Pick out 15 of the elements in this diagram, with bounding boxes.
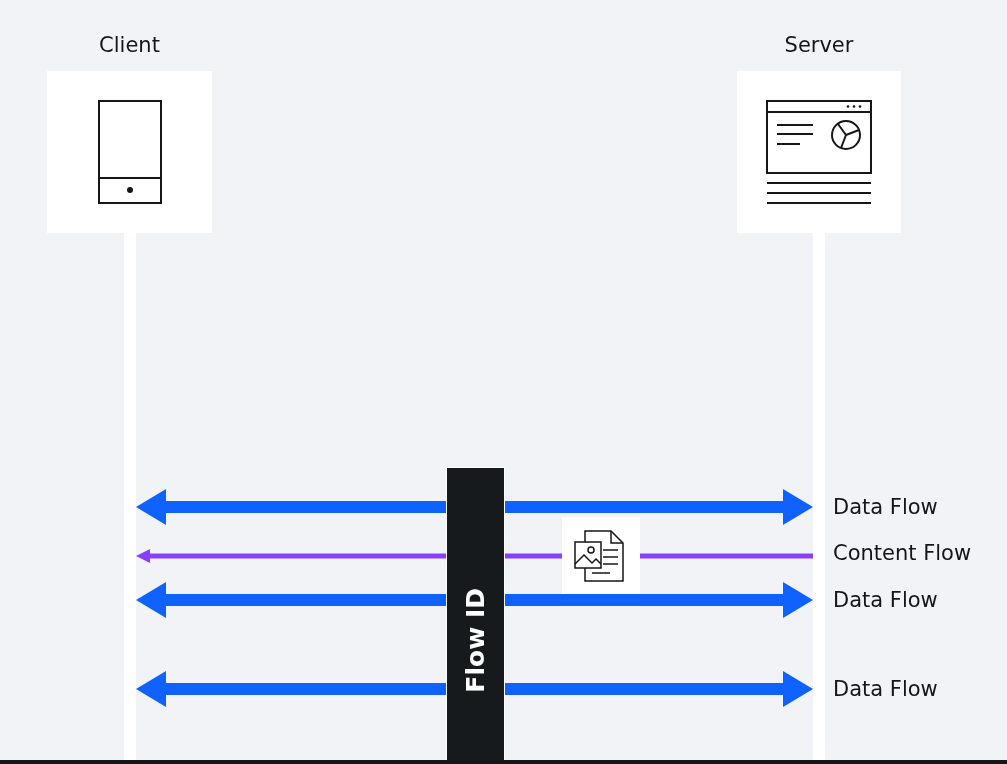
arrow bbox=[136, 671, 446, 707]
arrow bbox=[505, 582, 813, 618]
arrow bbox=[136, 489, 446, 525]
arrow bbox=[505, 671, 813, 707]
flow-id-label: Flow ID bbox=[461, 588, 490, 693]
flow-label: Data Flow bbox=[833, 588, 938, 612]
arrow bbox=[136, 549, 446, 563]
column-heading: Server bbox=[783, 33, 855, 57]
flow-label: Data Flow bbox=[833, 495, 938, 519]
arrow bbox=[505, 489, 813, 525]
arrow bbox=[136, 582, 446, 618]
flow-label: Data Flow bbox=[833, 677, 938, 701]
document-card bbox=[562, 517, 640, 594]
flow-label: Content Flow bbox=[833, 541, 972, 565]
column-heading: Client bbox=[98, 33, 161, 57]
